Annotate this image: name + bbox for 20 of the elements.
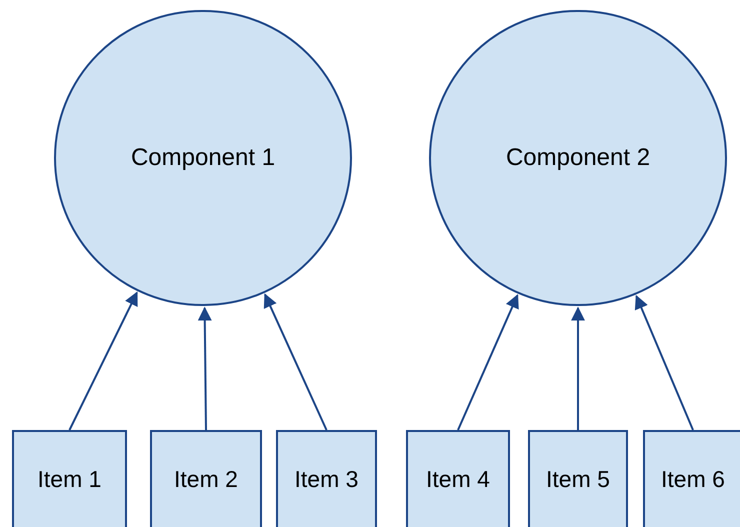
item-box (528, 430, 628, 527)
arrow (457, 294, 519, 430)
item-label: Item 4 (426, 464, 490, 494)
item-label: Item 2 (174, 464, 238, 494)
arrow (571, 306, 585, 430)
item-label: Item 6 (661, 464, 725, 494)
item-label: Item 1 (38, 464, 102, 494)
arrow (68, 291, 138, 430)
item-box (643, 430, 740, 527)
item-box (150, 430, 262, 527)
item-box (12, 430, 127, 527)
item-label: Item 5 (546, 464, 610, 494)
item-box (406, 430, 510, 527)
component-label: Component 2 (506, 143, 650, 173)
item-label: Item 3 (294, 464, 358, 494)
component-label: Component 1 (130, 143, 276, 173)
item-box (276, 430, 377, 527)
arrow (264, 293, 328, 430)
arrow (634, 294, 694, 430)
arrow (198, 306, 212, 430)
